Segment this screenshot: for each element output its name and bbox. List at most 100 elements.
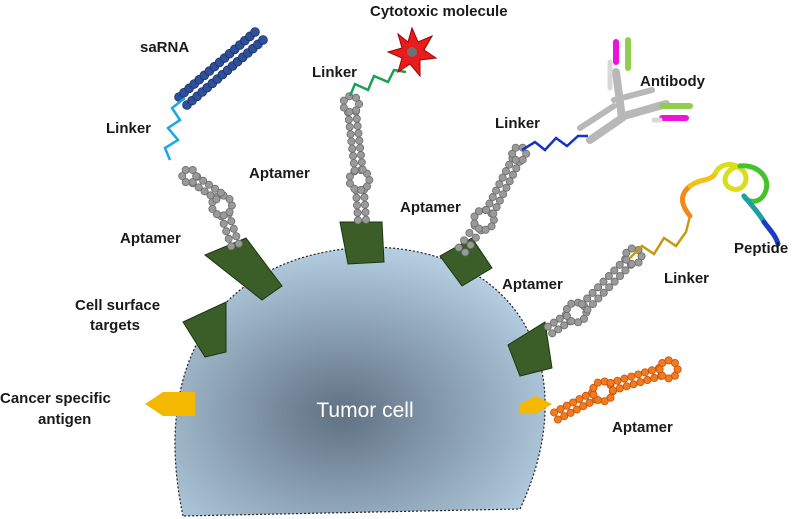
bead bbox=[505, 177, 514, 186]
bead bbox=[339, 103, 348, 112]
bead bbox=[346, 130, 355, 139]
bead bbox=[604, 272, 613, 281]
bead bbox=[588, 288, 597, 297]
bead bbox=[555, 314, 564, 323]
bead bbox=[594, 294, 603, 303]
bead bbox=[615, 260, 624, 269]
label-peptide: Peptide bbox=[734, 240, 788, 257]
bead bbox=[606, 378, 615, 387]
linker-cytotoxic bbox=[348, 68, 407, 97]
bead bbox=[636, 378, 645, 387]
bead bbox=[348, 144, 357, 153]
bead bbox=[210, 184, 219, 193]
bead bbox=[208, 204, 217, 213]
bead bbox=[181, 178, 190, 187]
bead bbox=[361, 215, 370, 224]
bead bbox=[350, 166, 359, 175]
bead bbox=[460, 236, 469, 245]
bead bbox=[495, 196, 504, 205]
bead bbox=[583, 305, 592, 314]
bead bbox=[622, 255, 631, 264]
bead bbox=[600, 397, 609, 406]
bead bbox=[495, 180, 504, 189]
bead bbox=[354, 216, 363, 225]
bead bbox=[549, 318, 558, 327]
linker-peptide bbox=[629, 215, 692, 259]
bead bbox=[234, 239, 243, 248]
bead bbox=[360, 200, 369, 209]
bead bbox=[554, 325, 563, 334]
receptor-4 bbox=[182, 301, 227, 358]
bead bbox=[647, 366, 656, 375]
bead bbox=[225, 195, 234, 204]
bead bbox=[492, 203, 501, 212]
bead bbox=[188, 178, 197, 187]
bead bbox=[629, 380, 638, 389]
bead bbox=[345, 179, 354, 188]
bead bbox=[212, 210, 221, 219]
bead bbox=[634, 370, 643, 379]
bead bbox=[583, 294, 592, 303]
bead bbox=[575, 395, 584, 404]
label-aptamer-2: Aptamer bbox=[249, 165, 310, 182]
bead bbox=[670, 359, 679, 368]
receptor-5 bbox=[507, 321, 553, 377]
bead bbox=[349, 159, 358, 168]
bead bbox=[227, 242, 236, 251]
label-linker-3: Linker bbox=[495, 115, 540, 132]
bead bbox=[357, 185, 366, 194]
label-aptamer-5: Aptamer bbox=[612, 419, 673, 436]
bead bbox=[585, 398, 594, 407]
bead bbox=[188, 166, 197, 175]
bead bbox=[352, 193, 361, 202]
free-aptamer bbox=[550, 356, 682, 424]
bead bbox=[194, 183, 203, 192]
label-antigen-1: Cancer specific bbox=[0, 390, 111, 407]
tumor-cell-label: Tumor cell bbox=[316, 399, 413, 422]
bead bbox=[353, 201, 362, 210]
bead bbox=[345, 107, 354, 116]
bead bbox=[454, 243, 463, 252]
bead bbox=[347, 137, 356, 146]
bead bbox=[360, 193, 369, 202]
bead bbox=[505, 160, 514, 169]
label-aptamer-1: Aptamer bbox=[120, 230, 181, 247]
bead bbox=[511, 155, 520, 164]
bead bbox=[200, 187, 209, 196]
bead bbox=[178, 172, 187, 181]
bead bbox=[353, 122, 362, 131]
bead bbox=[485, 199, 494, 208]
bead bbox=[588, 300, 597, 309]
bead bbox=[205, 180, 214, 189]
cytotoxic-core bbox=[407, 47, 417, 57]
bead bbox=[349, 151, 358, 160]
bead bbox=[224, 234, 233, 243]
bead bbox=[589, 383, 598, 392]
bead bbox=[560, 321, 569, 330]
bead bbox=[471, 233, 480, 242]
bead bbox=[361, 208, 370, 217]
bead bbox=[599, 288, 608, 297]
bead bbox=[498, 173, 507, 182]
bead bbox=[501, 167, 510, 176]
label-linker-1: Linker bbox=[106, 120, 151, 137]
bead bbox=[574, 318, 583, 327]
bead bbox=[650, 373, 659, 382]
bead bbox=[550, 408, 559, 417]
bead bbox=[358, 165, 367, 174]
bead bbox=[594, 283, 603, 292]
bead bbox=[362, 182, 371, 191]
bead bbox=[352, 106, 361, 115]
bead bbox=[566, 408, 575, 417]
tumor-cell bbox=[174, 246, 546, 517]
antibody bbox=[577, 37, 693, 144]
bead bbox=[206, 191, 215, 200]
bead bbox=[562, 311, 571, 320]
bead bbox=[465, 228, 474, 237]
bead bbox=[470, 212, 479, 221]
bead bbox=[627, 260, 636, 269]
bead bbox=[556, 405, 565, 414]
sarna-strand bbox=[174, 27, 268, 110]
bead bbox=[227, 217, 236, 226]
bead bbox=[621, 266, 630, 275]
